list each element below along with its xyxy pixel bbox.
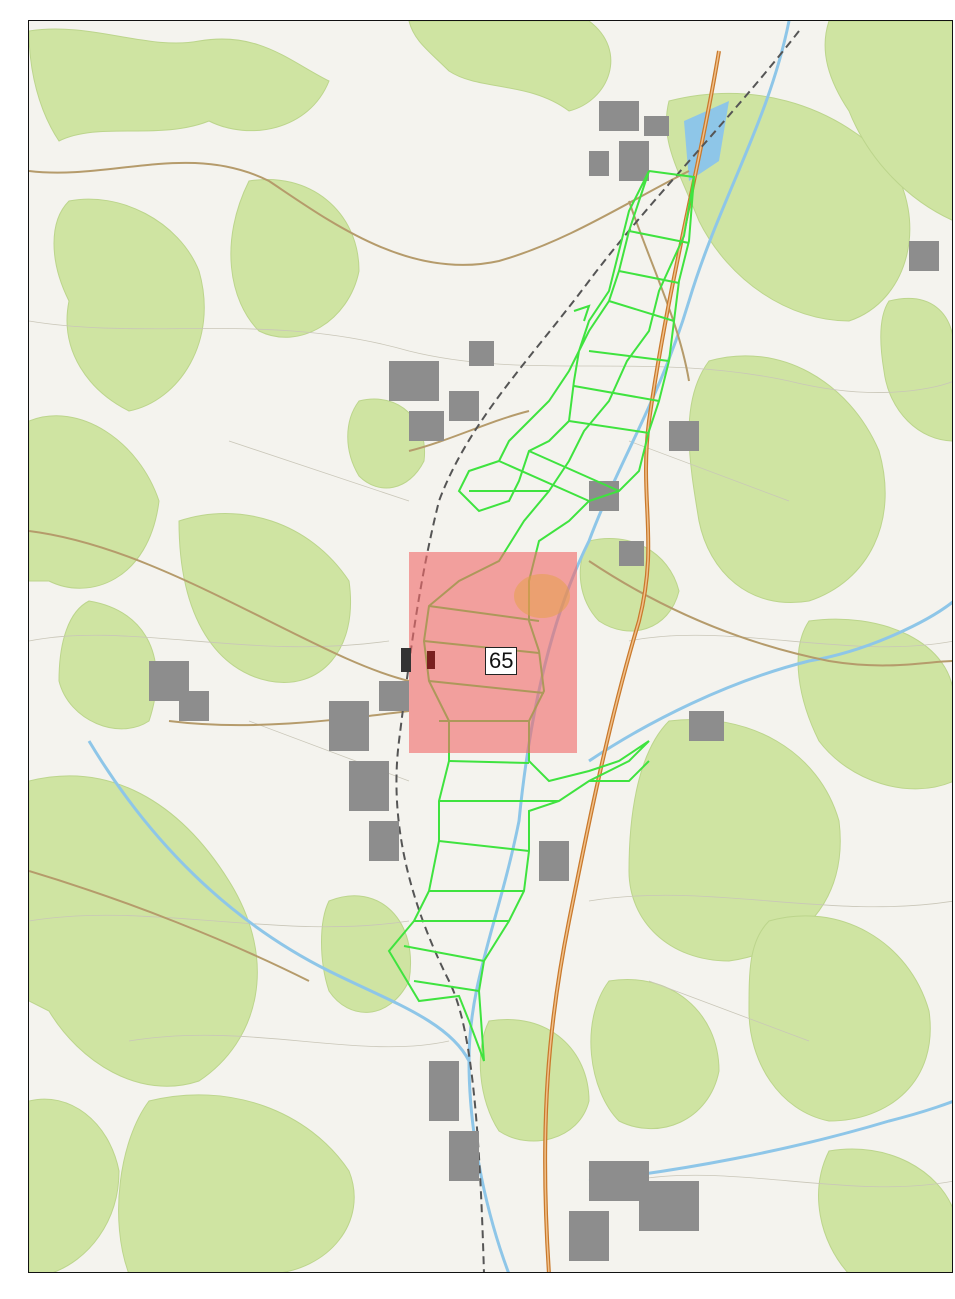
area-number-label: 65 xyxy=(485,647,518,675)
secondary-roads xyxy=(29,161,952,982)
north-town xyxy=(589,101,669,181)
upper-mid-town xyxy=(389,341,494,441)
central-town xyxy=(329,681,409,861)
map-frame[interactable]: 65 xyxy=(28,20,953,1273)
east-villages xyxy=(539,241,939,881)
towns xyxy=(149,101,939,1261)
quarry-area xyxy=(514,574,570,618)
building-marker xyxy=(427,651,435,669)
topographic-map xyxy=(29,21,952,1272)
forest-areas xyxy=(29,21,952,1272)
motorway-center xyxy=(544,50,720,1272)
west-town xyxy=(149,661,209,721)
south-town xyxy=(429,1061,699,1261)
industrial-building xyxy=(401,648,411,672)
